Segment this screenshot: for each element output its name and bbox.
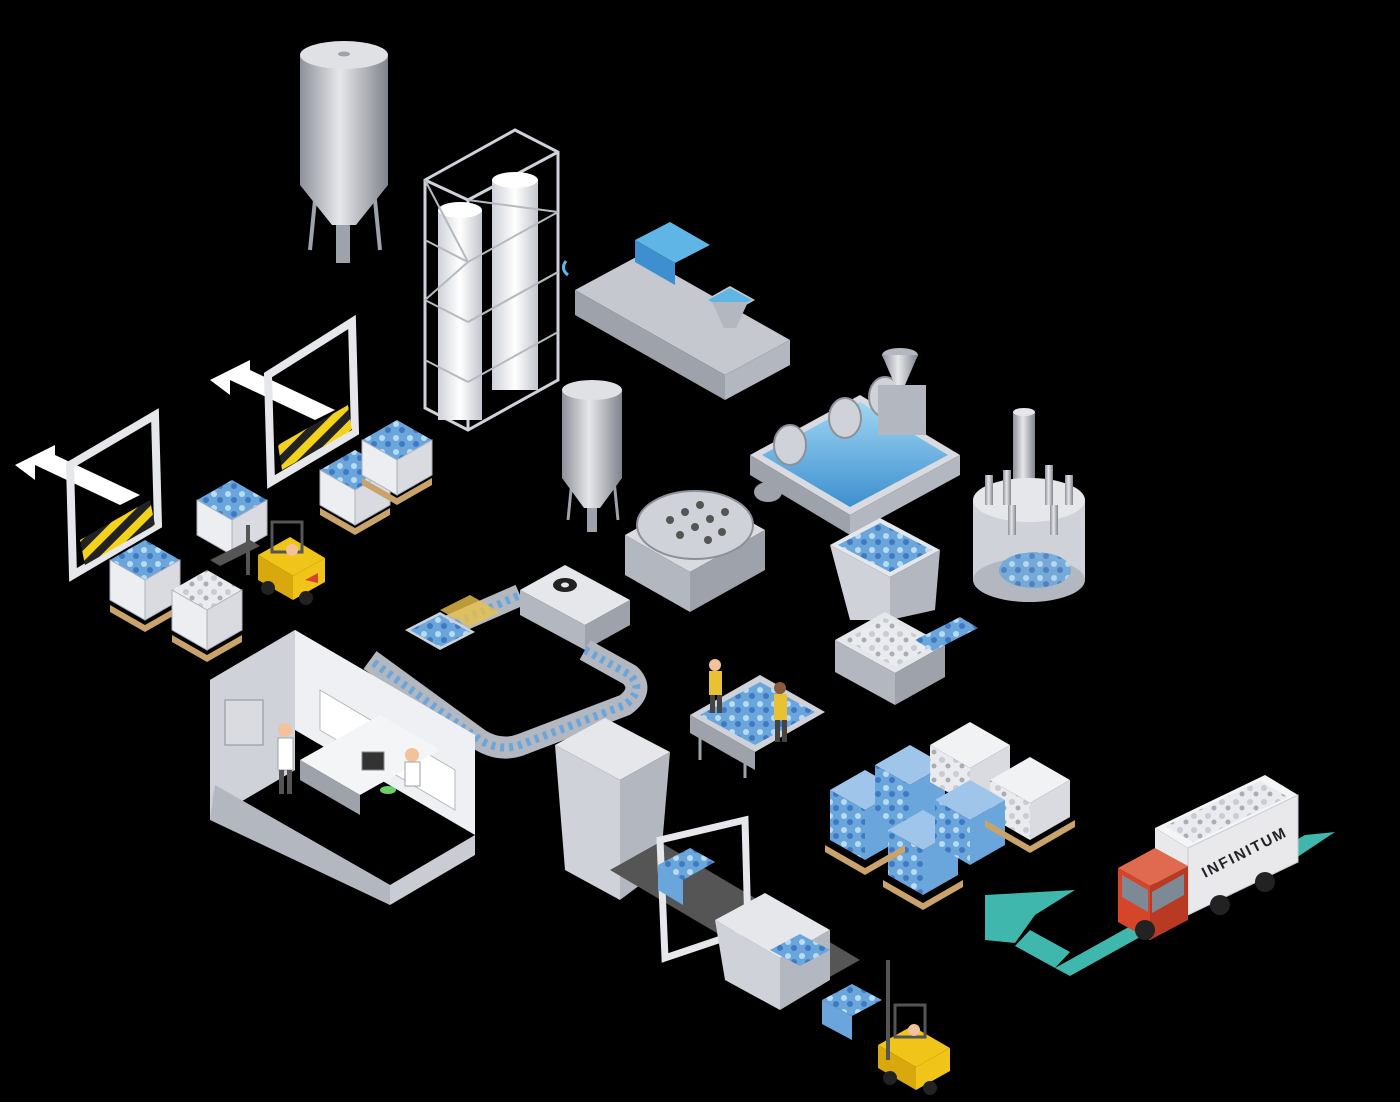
big-bag-blue-2: [196, 480, 268, 556]
storage-tanks-scaffold: [423, 128, 560, 432]
silo-tall: [300, 41, 388, 263]
sorting-hopper: [830, 518, 978, 705]
bale-blue-4: [935, 780, 1005, 865]
loading-dock-2: [210, 314, 360, 489]
forklift-icon-2: [878, 960, 950, 1095]
loading-dock-1: [15, 408, 163, 582]
truck-icon: INFINITUM: [1118, 775, 1299, 940]
quality-lab: [210, 630, 475, 905]
bale-white-2: [990, 757, 1070, 840]
reactor-vessel: [973, 408, 1085, 602]
manual-sorting-station: [690, 659, 825, 778]
bale-stacks: [825, 722, 1075, 910]
shredder-drum: [625, 482, 782, 612]
washing-tank: [750, 376, 960, 535]
forklift-icon: [210, 520, 325, 605]
packaging-conveyor: [610, 815, 882, 1040]
tank-white-2: [492, 172, 538, 390]
big-bag-blue-1: [109, 540, 181, 632]
silo-icon: [300, 41, 388, 263]
funnel-hopper: [878, 348, 926, 435]
optical-sorter: [520, 565, 630, 650]
worker-icon-lab: [277, 723, 294, 794]
extruder-hopper: [705, 286, 755, 328]
big-bags: [109, 420, 433, 662]
worker-icon: [709, 659, 722, 713]
big-bag-blue-4: [361, 420, 433, 505]
worker-icon-2: [774, 682, 787, 742]
silo-small: [562, 380, 622, 532]
big-bag-white-1: [171, 570, 243, 662]
extruder-machine: [561, 222, 790, 400]
worker-icon-lab-2: [404, 748, 421, 787]
conveyor-loop: [363, 584, 648, 759]
extruder-cooling-bath: [635, 222, 710, 285]
